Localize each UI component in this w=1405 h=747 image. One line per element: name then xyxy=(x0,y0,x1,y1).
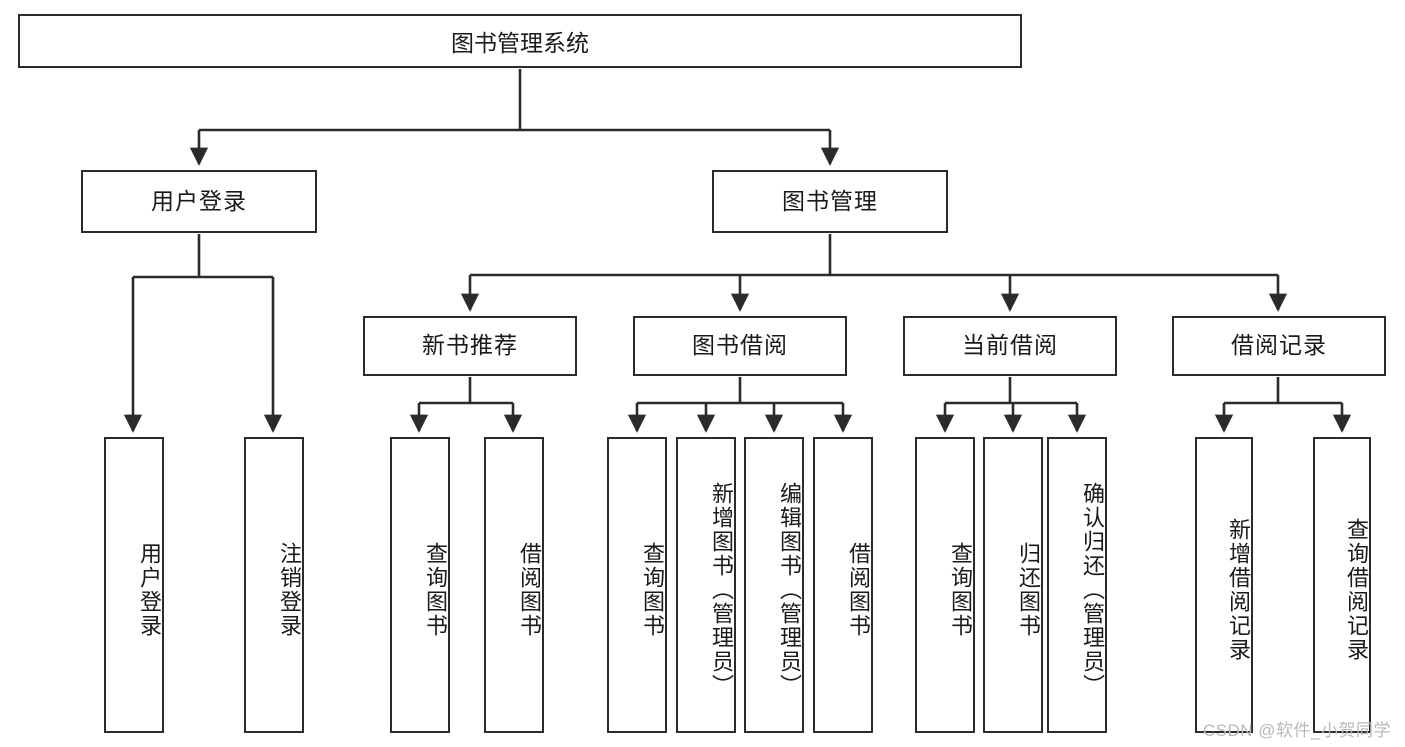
node-new-book-recommend[interactable]: 新书推荐 xyxy=(363,316,577,376)
node-root[interactable]: 图书管理系统 xyxy=(18,14,1022,68)
node-leaf-return-book-label: 归还图书 xyxy=(1016,542,1041,638)
node-leaf-add-book[interactable]: 新增图书（管理员） xyxy=(676,437,736,733)
node-new-book-recommend-label: 新书推荐 xyxy=(422,332,518,359)
node-leaf-borrow-book-1-label: 借阅图书 xyxy=(517,542,542,638)
node-book-manage[interactable]: 图书管理 xyxy=(712,170,948,233)
node-leaf-add-borrow-record[interactable]: 新增借阅记录 xyxy=(1195,437,1253,733)
node-leaf-query-borrow-record[interactable]: 查询借阅记录 xyxy=(1313,437,1371,733)
node-root-label: 图书管理系统 xyxy=(451,30,589,56)
node-borrow-record[interactable]: 借阅记录 xyxy=(1172,316,1386,376)
node-leaf-query-borrow-record-label: 查询借阅记录 xyxy=(1344,518,1369,662)
node-leaf-borrow-book-2-label: 借阅图书 xyxy=(846,542,871,638)
node-leaf-query-book-3[interactable]: 查询图书 xyxy=(915,437,975,733)
node-current-borrow[interactable]: 当前借阅 xyxy=(903,316,1117,376)
node-leaf-query-book-1-label: 查询图书 xyxy=(423,542,448,638)
node-leaf-query-book-2[interactable]: 查询图书 xyxy=(607,437,667,733)
node-book-manage-label: 图书管理 xyxy=(782,187,878,214)
node-leaf-query-book-1[interactable]: 查询图书 xyxy=(390,437,450,733)
node-leaf-query-book-3-label: 查询图书 xyxy=(948,542,973,638)
node-leaf-add-borrow-record-label: 新增借阅记录 xyxy=(1226,518,1251,662)
node-leaf-return-book[interactable]: 归还图书 xyxy=(983,437,1043,733)
node-current-borrow-label: 当前借阅 xyxy=(962,332,1058,359)
node-leaf-edit-book[interactable]: 编辑图书（管理员） xyxy=(744,437,804,733)
node-leaf-confirm-return-label: 确认归还（管理员） xyxy=(1080,482,1105,698)
node-leaf-user-login-label: 用户登录 xyxy=(137,542,162,638)
node-user-login[interactable]: 用户登录 xyxy=(81,170,317,233)
node-leaf-edit-book-label: 编辑图书（管理员） xyxy=(777,482,802,698)
node-leaf-borrow-book-2[interactable]: 借阅图书 xyxy=(813,437,873,733)
node-leaf-logout-login-label: 注销登录 xyxy=(277,542,302,638)
node-leaf-user-login[interactable]: 用户登录 xyxy=(104,437,164,733)
node-leaf-query-book-2-label: 查询图书 xyxy=(640,542,665,638)
node-leaf-add-book-label: 新增图书（管理员） xyxy=(709,482,734,698)
node-borrow-record-label: 借阅记录 xyxy=(1231,332,1327,359)
node-leaf-confirm-return[interactable]: 确认归还（管理员） xyxy=(1047,437,1107,733)
watermark: CSDN @软件_小贺同学 xyxy=(1202,721,1391,740)
node-book-borrow[interactable]: 图书借阅 xyxy=(633,316,847,376)
node-book-borrow-label: 图书借阅 xyxy=(692,332,788,359)
node-leaf-borrow-book-1[interactable]: 借阅图书 xyxy=(484,437,544,733)
node-leaf-logout-login[interactable]: 注销登录 xyxy=(244,437,304,733)
node-user-login-label: 用户登录 xyxy=(151,187,247,214)
